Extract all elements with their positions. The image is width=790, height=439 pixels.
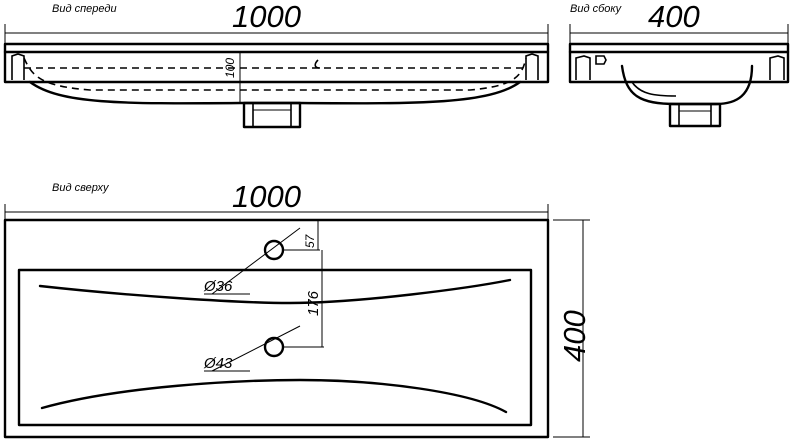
top-height-dimension: 400 xyxy=(557,310,592,362)
top-height-dimension-line xyxy=(553,219,590,438)
side-view-label: Вид сбоку xyxy=(570,3,623,15)
top-view-label: Вид сверху xyxy=(52,182,110,194)
top-width-dimension: 1000 xyxy=(232,179,301,214)
side-width-dimension: 400 xyxy=(648,0,700,34)
top-basin-outline xyxy=(3,218,550,439)
faucet-hole-diameter: Ø36 xyxy=(203,278,233,295)
drain-hole xyxy=(263,336,285,358)
faucet-hole xyxy=(263,239,285,261)
front-view-label: Вид спереди xyxy=(52,3,117,15)
side-basin-outline xyxy=(568,42,790,106)
faucet-offset-dimension: 57 xyxy=(303,233,317,248)
front-drain-outlet xyxy=(242,101,302,129)
side-drain-outlet xyxy=(668,102,722,128)
front-basin-outline xyxy=(3,42,550,105)
drain-hole-diameter: Ø43 xyxy=(203,355,233,372)
hole-dimension-lines xyxy=(204,220,324,372)
overflow-hole-marker xyxy=(314,59,321,69)
side-view: Вид сбоку 400 xyxy=(568,0,790,128)
front-view: Вид спереди 1000 10 xyxy=(3,0,550,129)
front-depth-dimension: 100 xyxy=(223,58,237,78)
hole-spacing-dimension: 176 xyxy=(305,290,322,316)
front-width-dimension: 1000 xyxy=(232,0,301,34)
top-view: Вид сверху 1000 400 xyxy=(3,179,592,439)
